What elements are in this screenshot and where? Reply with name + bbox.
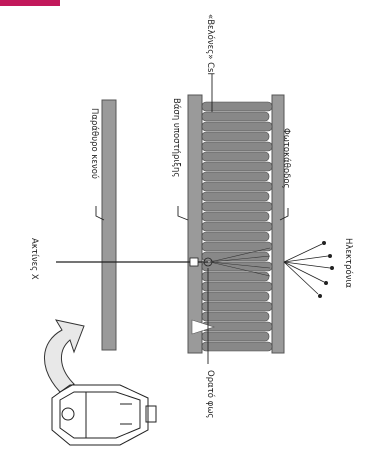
- csi-needle: [201, 221, 273, 232]
- csi-needle: [201, 171, 270, 182]
- absorption-marker: [189, 257, 199, 267]
- vacuum-window-plate: [101, 99, 117, 351]
- label-x-ray: Ακτίνες Χ: [29, 238, 39, 280]
- csi-needle: [201, 301, 273, 312]
- csi-needle: [201, 161, 273, 172]
- header-accent-bar: [0, 0, 60, 6]
- light-wedge: [191, 319, 215, 335]
- label-photocathode: Φωτοκάθοδος: [281, 128, 291, 189]
- leader-lines: [95, 74, 289, 364]
- support-base-plate: [187, 94, 203, 354]
- curved-arrow-icon: [44, 319, 85, 393]
- csi-needle: [201, 311, 270, 322]
- light-spread-lines: [209, 247, 271, 277]
- csi-needle: [201, 141, 273, 152]
- csi-needle: [201, 341, 273, 352]
- csi-needle: [201, 211, 270, 222]
- csi-needle: [201, 181, 273, 192]
- label-electrons: Ηλεκτρόνια: [343, 238, 354, 288]
- csi-needle: [201, 261, 273, 272]
- label-vacuum-window: Παράθυρο κενού: [89, 108, 100, 179]
- csi-needle: [201, 101, 273, 112]
- csi-needle: [201, 111, 270, 122]
- image-intensifier-tube-icon: [51, 384, 157, 446]
- csi-needle: [201, 251, 270, 262]
- csi-needle: [201, 191, 270, 202]
- csi-needle: [201, 131, 270, 142]
- csi-needle: [201, 121, 273, 132]
- csi-needle: [201, 291, 270, 302]
- csi-needle: [201, 231, 270, 242]
- label-visible-light: Ορατό φως: [205, 370, 216, 418]
- csi-needle: [201, 331, 270, 342]
- csi-needle: [201, 201, 273, 212]
- csi-needle: [201, 271, 270, 282]
- csi-needle: [201, 281, 273, 292]
- csi-needle: [201, 241, 273, 252]
- label-support-base: Βάση υποστήριξης: [171, 98, 181, 177]
- csi-needles: [201, 101, 273, 352]
- electron-rays: [283, 240, 334, 298]
- csi-needle: [201, 151, 270, 162]
- photocathode-plate: [271, 94, 285, 354]
- label-csi-needles: «Βελόνες» CsI: [205, 14, 216, 75]
